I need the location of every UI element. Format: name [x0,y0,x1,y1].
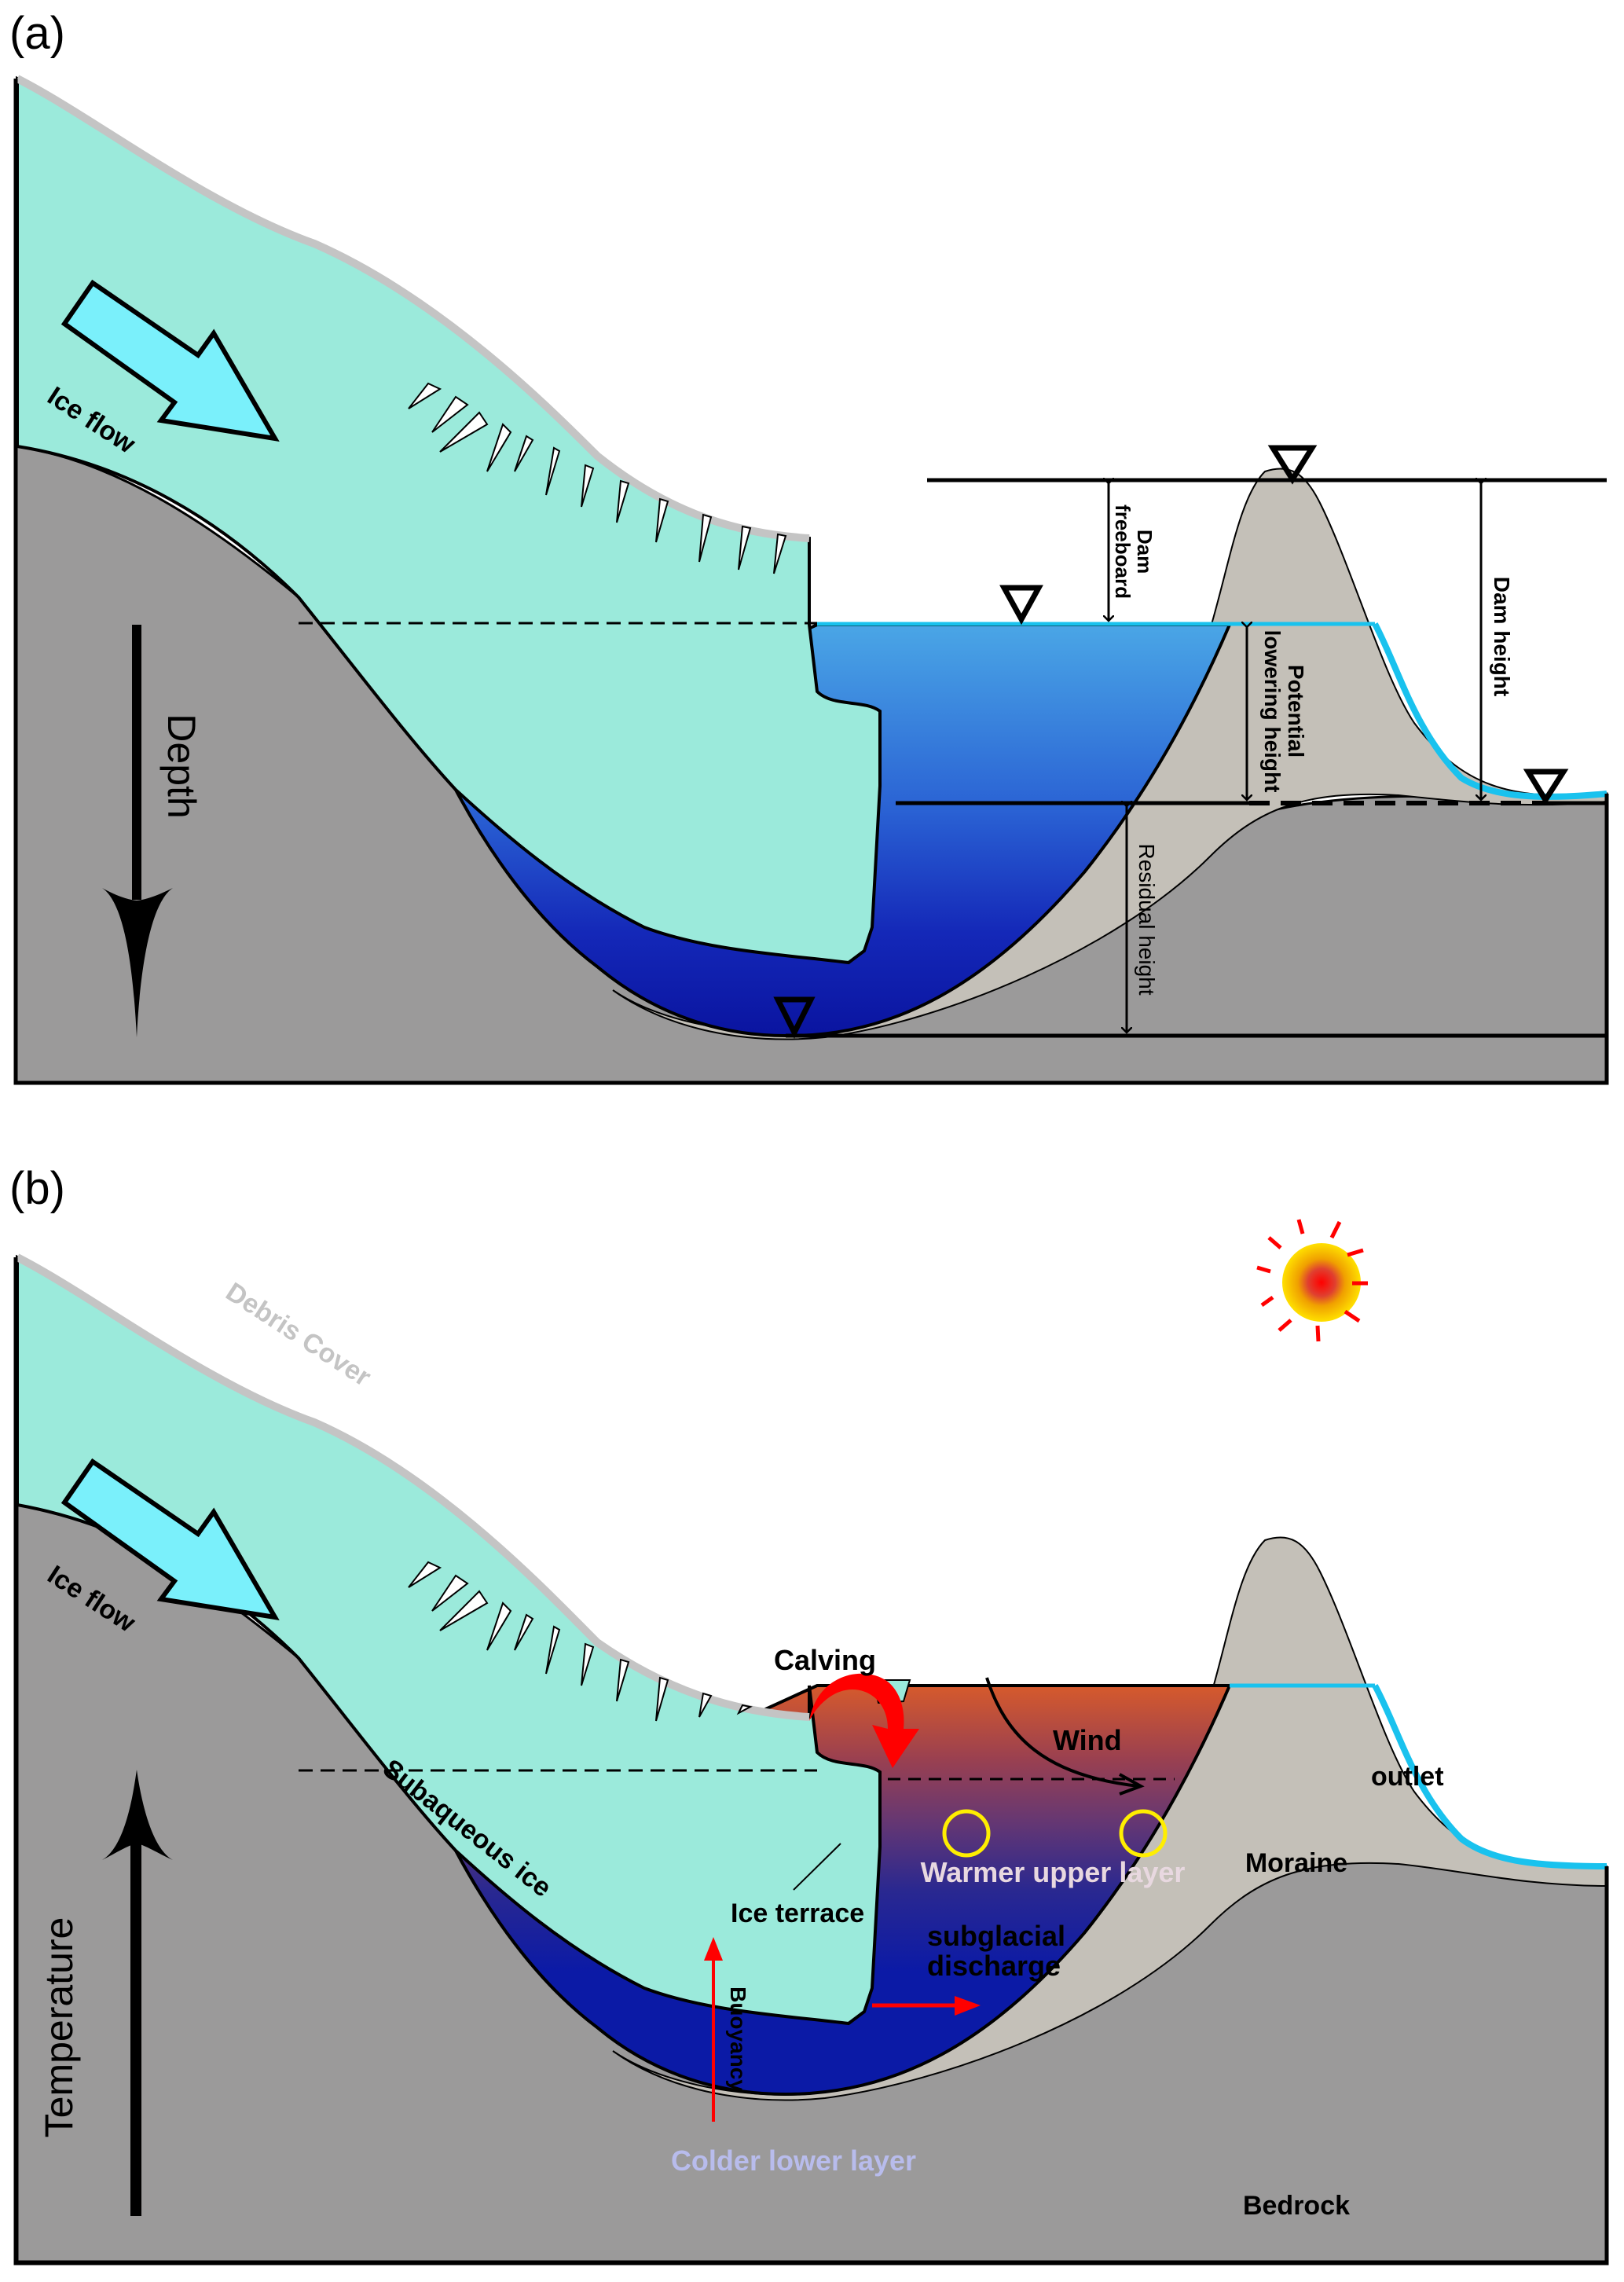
calving-label: Calving [774,1644,876,1676]
temperature-arrow [102,1770,173,2216]
water-level-marker-downstream [1523,769,1569,805]
residual-height-label: Residual height [1135,843,1159,995]
water-level-marker-bottom [773,996,816,1039]
calving-arrow [809,1673,919,1768]
panel-a: (a) Ice flow [9,8,1609,1085]
panel-b-frame [13,1257,1609,2265]
dam-height-label: Dam height [1490,577,1514,696]
dam-freeboard-label-2: freeboard [1111,504,1135,599]
dam-freeboard-label-1: Dam [1133,530,1157,574]
ice-flow-arrow [60,279,280,442]
colder-lower-layer-label: Colder lower layer [671,2144,916,2177]
temperature-label: Temperature [37,1917,81,2138]
depth-label: Depth [159,714,203,818]
ice-terrace-pointer [793,1843,841,1891]
subglacial-label-1: subglacial [927,1920,1065,1952]
ice-terrace-label: Ice terrace [731,1899,864,1928]
depth-arrow [102,625,173,1037]
crevasses [408,1561,753,1722]
potential-lowering-label-2: lowering height [1260,630,1285,793]
moraine-label: Moraine [1245,1848,1347,1878]
bedrock-label: Bedrock [1243,2191,1350,2221]
subglacial-label-2: discharge [927,1950,1061,1982]
debris-cover-label: Debris Cover [221,1277,376,1392]
wind-arrowhead [1119,1773,1145,1796]
circulation-loops [942,1809,1168,1858]
water-level-marker-crest [1267,445,1318,485]
outlet-label: outlet [1371,1762,1444,1792]
debris-cover [15,75,810,542]
dimension-arrows [1109,483,1481,1033]
buoyancy-label: Buoyancy [726,1987,750,2092]
outlet-water-line [1372,1684,1608,1869]
crevasses [408,382,787,574]
debris-cover [15,1253,810,1721]
warmer-upper-layer-label: Warmer upper layer [921,1856,1186,1888]
panel-label-b: (b) [9,1163,65,1214]
wind-arrow [985,1677,1140,1788]
ice-flow-arrow [60,1458,280,1620]
panel-b: (b) [9,1163,1609,2265]
panel-label-a: (a) [9,8,65,59]
panel-a-frame [13,79,1609,1085]
potential-lowering-label-1: Potential [1284,665,1308,758]
subglacial-arrowhead [955,1996,981,2016]
sun-icon [1256,1219,1368,1342]
buoyancy-arrowhead [704,1937,723,1961]
wind-label: Wind [1053,1724,1122,1756]
water-level-marker-lake [999,585,1043,626]
